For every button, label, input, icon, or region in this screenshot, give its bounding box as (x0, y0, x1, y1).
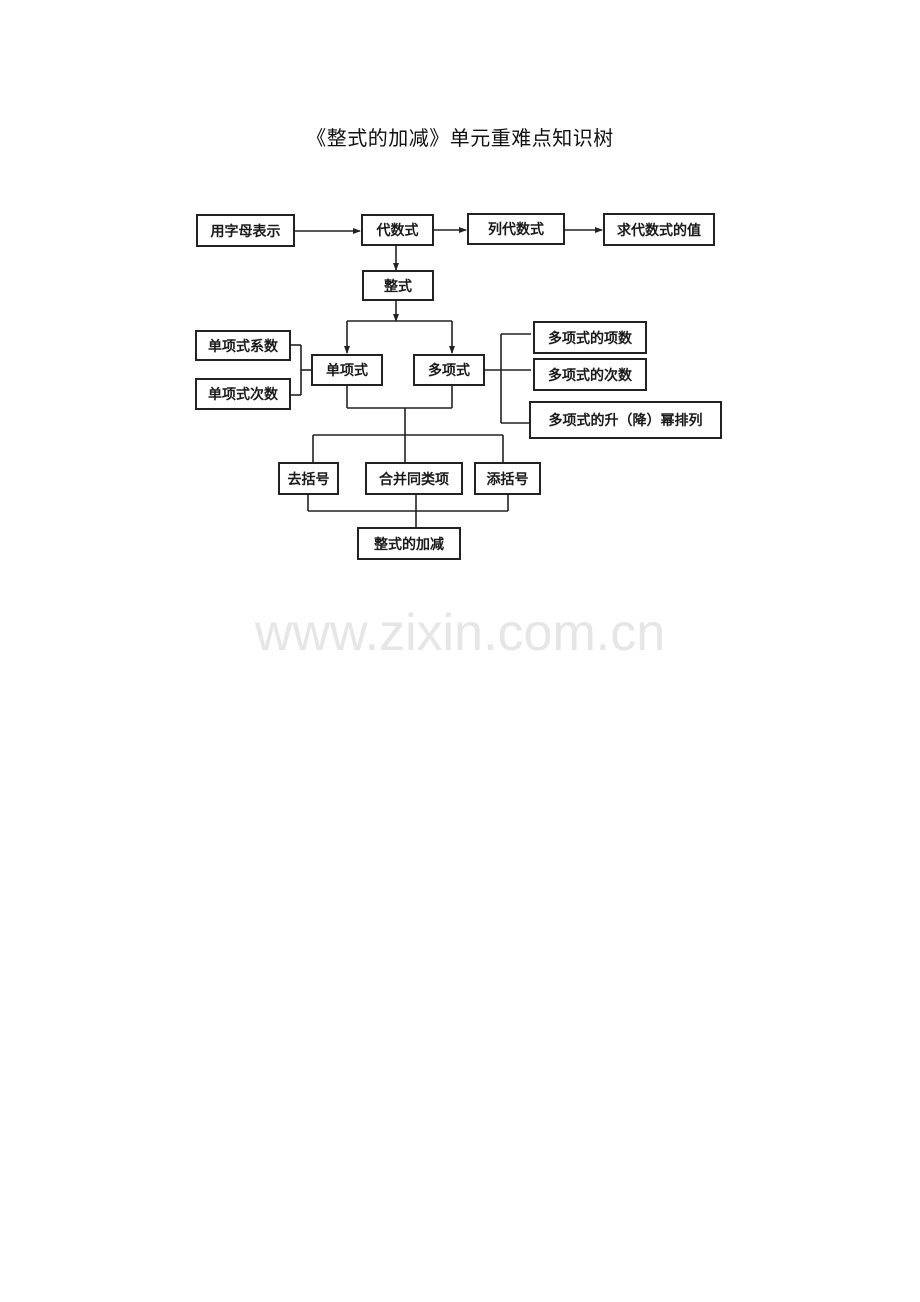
watermark: www.zixin.com.cn (254, 604, 666, 662)
node-write-expr: 列代数式 (467, 213, 565, 245)
node-combine-like: 合并同类项 (365, 462, 463, 495)
node-poly-order: 多项式的升（降）幂排列 (529, 401, 722, 439)
node-poly-terms: 多项式的项数 (533, 321, 647, 354)
node-mono-degree: 单项式次数 (195, 378, 291, 410)
node-integral-expr: 整式 (362, 270, 434, 301)
node-add-brackets: 添括号 (474, 462, 541, 495)
node-poly-degree: 多项式的次数 (533, 358, 647, 391)
node-add-subtract: 整式的加减 (357, 527, 461, 560)
page-title: 《整式的加减》单元重难点知识树 (306, 126, 614, 150)
node-algebraic-expr: 代数式 (361, 214, 434, 246)
node-mono-coef: 单项式系数 (195, 330, 291, 361)
node-remove-brackets: 去括号 (278, 462, 339, 495)
node-letters: 用字母表示 (196, 214, 295, 247)
node-eval-expr: 求代数式的值 (603, 213, 715, 246)
node-monomial: 单项式 (311, 354, 383, 386)
node-polynomial: 多项式 (413, 354, 485, 386)
